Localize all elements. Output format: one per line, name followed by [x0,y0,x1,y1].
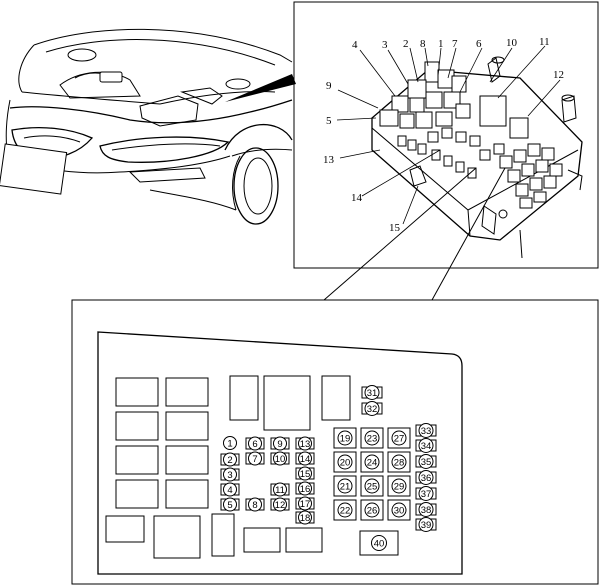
fuse-16-label: 16 [300,484,311,495]
fuse-37-label: 37 [421,489,432,500]
fuse-29-label: 29 [394,482,405,493]
fuse-6-label: 6 [252,439,257,450]
fuse-18-label: 18 [300,513,311,524]
callout-7: 7 [452,38,458,50]
fuse-5-label: 5 [227,500,232,511]
callout-12: 12 [553,69,564,81]
fuse-24-label: 24 [367,458,378,469]
fuse-33-label: 33 [421,426,432,437]
zoom-line-right [431,167,506,301]
callout-3: 3 [382,39,388,51]
fuse-7-label: 7 [252,454,257,465]
callout-14: 14 [351,192,363,204]
callout-1: 1 [438,38,444,50]
fuse-27-label: 27 [394,434,405,445]
fuse-4-label: 4 [227,485,232,496]
car-illustration [0,28,296,225]
mini-fuses: 1 2 3 4 5 6 7 [220,436,315,525]
callout-5: 5 [326,115,332,127]
fuse-35-label: 35 [421,457,432,468]
callout-10: 10 [506,37,518,49]
fuse-9-label: 9 [277,439,282,450]
callout-4: 4 [352,39,358,51]
right-fuse-column: 33 34 35 36 37 38 39 [415,423,437,532]
detail-frame [293,1,599,269]
fuse-21-label: 21 [340,482,351,493]
fuse-box-outline [97,331,463,575]
fuse-32-label: 32 [367,404,378,415]
callout-leaders [336,45,561,225]
fuse-25-label: 25 [367,482,378,493]
fuse-17-label: 17 [300,499,311,510]
fuse-31-label: 31 [367,388,378,399]
fuse-19-label: 19 [340,434,351,445]
layout-frame [71,299,599,585]
fuse-8-label: 8 [252,500,257,511]
fuse-26-label: 26 [367,506,378,517]
fuse-39-label: 39 [421,520,432,531]
fuse-box-3d-drawing [371,56,583,259]
zoom-line-left [323,167,477,301]
fuse-40-block: 40 [359,530,399,556]
fuse-36-label: 36 [421,473,432,484]
fuse-11-label: 11 [275,485,285,496]
fuse-22-label: 22 [340,506,351,517]
fuse-10-label: 10 [275,454,286,465]
maxi-fuses: 19 20 21 22 23 24 25 26 27 28 29 30 [333,427,411,521]
detail-callout-labels: 4 3 2 8 1 7 6 10 11 12 9 5 13 14 15 [323,36,564,234]
callout-2: 2 [403,38,409,50]
fuse-14-label: 14 [300,454,311,465]
fuse-1-label: 1 [227,439,232,450]
fuse-15-label: 15 [300,469,311,480]
callout-8: 8 [420,38,426,50]
fuse-38-label: 38 [421,505,432,516]
fuse-2-label: 2 [227,455,232,466]
callout-13: 13 [323,154,335,166]
fuse-3-label: 3 [227,470,232,481]
callout-11: 11 [539,36,550,48]
callout-9: 9 [326,80,332,92]
fuse-13-label: 13 [300,439,311,450]
fuse-23-label: 23 [367,434,378,445]
fuse-12-label: 12 [275,500,286,511]
relay-blocks [105,375,351,559]
fuse-20-label: 20 [340,458,351,469]
fuse-30-label: 30 [394,506,405,517]
fuse-40-label: 40 [374,539,385,550]
fuse-28-label: 28 [394,458,405,469]
upper-fuses: 31 32 [361,385,383,416]
callout-15: 15 [389,222,401,234]
callout-6: 6 [476,38,482,50]
fuse-34-label: 34 [421,441,432,452]
